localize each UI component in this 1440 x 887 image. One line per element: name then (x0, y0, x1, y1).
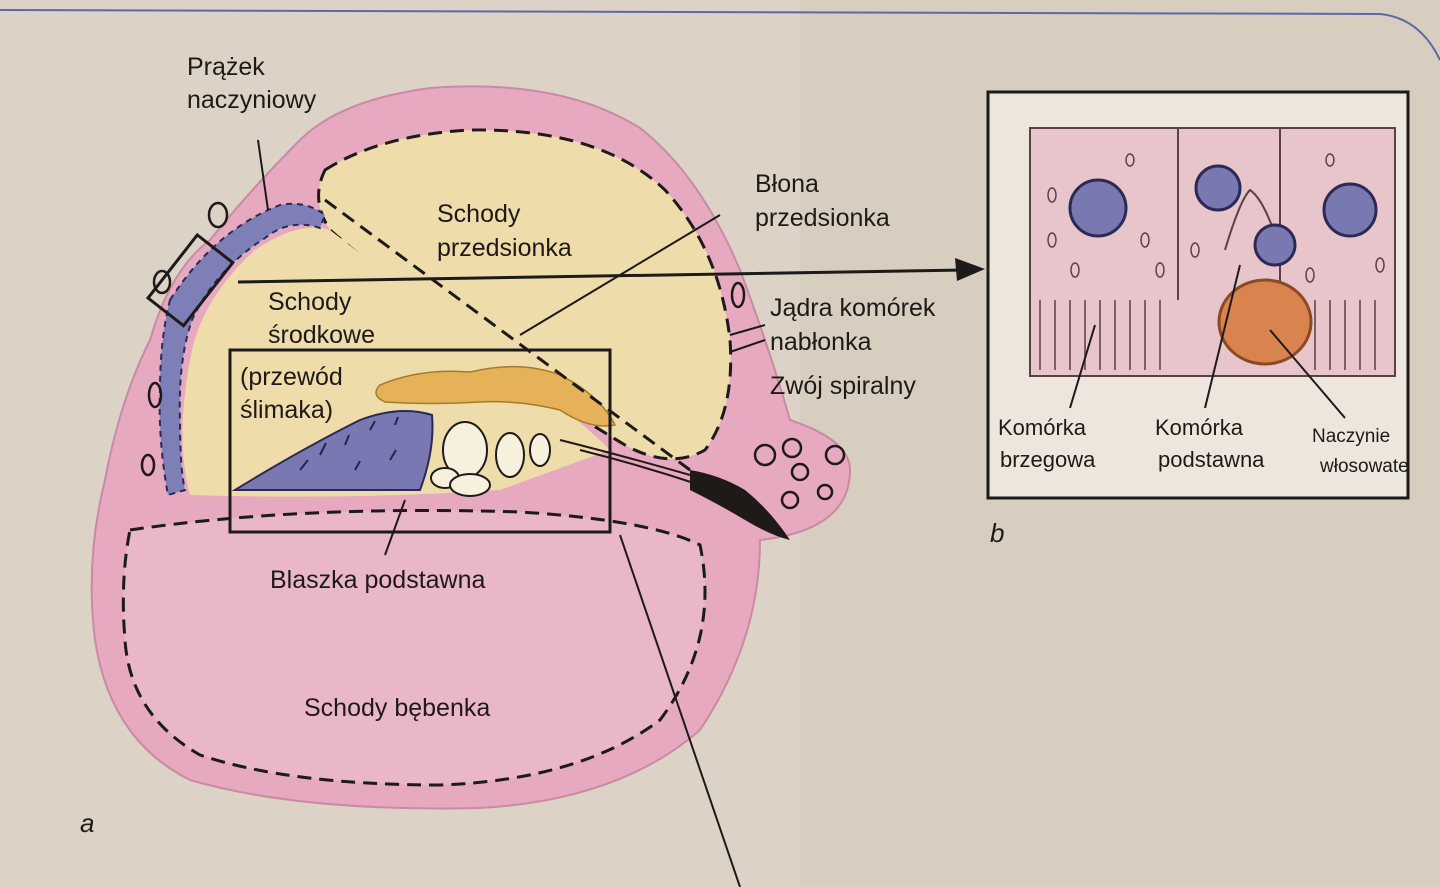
basilar-label: Blaszka podstawna (270, 566, 486, 594)
cochlea-section (90, 85, 852, 810)
ganglion-cells (753, 437, 846, 510)
scala-media-label-line1: Schody (268, 288, 352, 316)
duct-label-line2: ślimaka) (240, 396, 333, 424)
scala-vestibuli-label-line1: Schody (437, 200, 521, 228)
capillary-label-line2: włosowate (1319, 456, 1409, 477)
capillary (1217, 278, 1313, 366)
stria-inset-box (145, 232, 235, 328)
panel-label-b: b (990, 518, 1004, 548)
reissners-membrane (324, 198, 691, 472)
organ-of-corti (430, 421, 551, 497)
membrane-label-line2: przedsionka (755, 204, 890, 232)
marginal-cell-label-line1: Komórka (998, 415, 1087, 440)
membrane-label-line1: Błona (755, 170, 819, 198)
basal-infoldings (1039, 300, 1376, 370)
stria-label-line2: naczyniowy (187, 86, 317, 114)
inset-leader-lines (1069, 264, 1346, 419)
wall-nuclei (140, 201, 746, 477)
limbus-hatching (299, 416, 399, 471)
spiral-ganglion (690, 470, 790, 540)
stria-label-line1: Prążek (187, 53, 265, 81)
basal-cell-nucleus (1253, 223, 1297, 267)
scala-tympani-region (121, 508, 707, 787)
ganglion-label: Zwój spiralny (770, 372, 916, 400)
leader-lines (257, 139, 766, 887)
basal-cell-label-line1: Komórka (1155, 415, 1244, 440)
organ-inset-box (228, 348, 612, 534)
scala-vestibuli-label-line2: przedsionka (437, 234, 572, 262)
marginal-cell-nuclei (1068, 164, 1378, 238)
scala-media-label-line2: środkowe (268, 321, 375, 349)
scala-tympani-label: Schody bębenka (304, 694, 490, 722)
inset-arrow-line (237, 268, 966, 284)
page-top-rule (0, 9, 1440, 61)
nerve-fibres (559, 439, 701, 486)
stria-vascularis (158, 202, 327, 497)
spiral-limbus (231, 410, 434, 491)
vesicles (1047, 153, 1385, 283)
marginal-cell-label-line2: brzegowa (1000, 447, 1096, 472)
nuclei-label-line1: Jądra komórek (770, 294, 936, 322)
duct-label-line1: (przewód (240, 363, 343, 391)
inset-arrow-head (955, 258, 985, 281)
inset-panel (986, 90, 1410, 500)
tectorial-membrane (375, 365, 617, 427)
scala-media-region (182, 227, 610, 497)
nuclei-label-line2: nabłonka (770, 328, 872, 356)
panel-label-a: a (80, 808, 94, 838)
basal-cell-label-line2: podstawna (1158, 447, 1265, 472)
capillary-label-line1: Naczynie (1312, 426, 1390, 447)
